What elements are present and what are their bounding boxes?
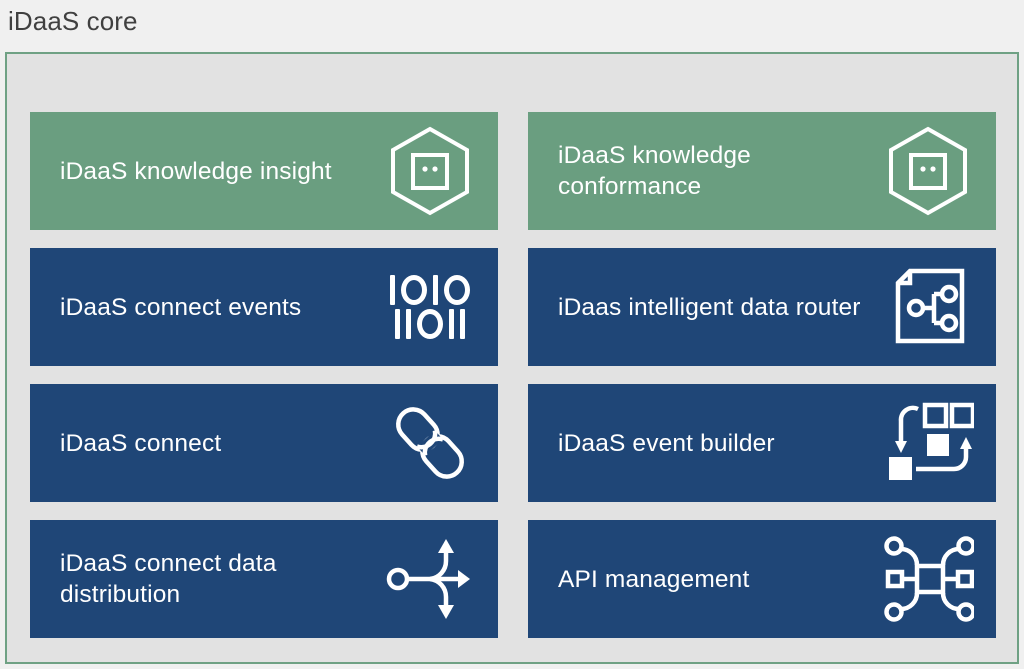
card-label: iDaaS knowledge conformance <box>558 142 751 200</box>
idaas-core-panel: iDaaS knowledge insight iDaaS knowledge … <box>5 52 1019 664</box>
bit-one <box>449 309 454 339</box>
card-label: iDaas intelligent data router <box>558 293 861 321</box>
bit-zero <box>417 309 443 339</box>
binary-row-top <box>390 275 470 305</box>
document-node-router-icon <box>882 261 974 353</box>
card-idaas-connect[interactable]: iDaaS connect <box>30 384 498 502</box>
workflow-squares-arrows-icon <box>882 397 974 489</box>
chain-link-icon <box>384 397 476 489</box>
bit-one <box>395 309 400 339</box>
card-idaas-connect-data-distribution[interactable]: iDaaS connect data distribution <box>30 520 498 638</box>
bit-one <box>460 309 465 339</box>
card-label: iDaaS event builder <box>558 429 775 457</box>
card-grid: iDaaS knowledge insight iDaaS knowledge … <box>30 112 996 638</box>
card-idaas-event-builder[interactable]: iDaaS event builder <box>528 384 996 502</box>
hexagon-square-dots-icon <box>882 125 974 217</box>
card-idaas-intelligent-data-router[interactable]: iDaas intelligent data router <box>528 248 996 366</box>
card-idaas-connect-events[interactable]: iDaaS connect events <box>30 248 498 366</box>
binary-digits-icon <box>384 261 476 353</box>
card-api-management[interactable]: API management <box>528 520 996 638</box>
card-label: iDaaS connect events <box>60 293 302 321</box>
card-label: iDaaS knowledge insight <box>60 157 332 185</box>
distribution-three-arrows-icon <box>384 533 476 625</box>
bit-zero <box>444 275 470 305</box>
binary-row-bottom <box>395 309 465 339</box>
bit-one <box>433 275 438 305</box>
card-idaas-knowledge-conformance[interactable]: iDaaS knowledge conformance <box>528 112 996 230</box>
bit-one <box>390 275 395 305</box>
bit-one <box>406 309 411 339</box>
card-label: API management <box>558 565 750 593</box>
hexagon-square-dots-icon <box>384 125 476 217</box>
card-label: iDaaS connect <box>60 429 222 457</box>
card-idaas-knowledge-insight[interactable]: iDaaS knowledge insight <box>30 112 498 230</box>
card-label: iDaaS connect data distribution <box>60 550 277 608</box>
bit-zero <box>401 275 427 305</box>
page-title: iDaaS core <box>8 6 138 36</box>
api-network-nodes-icon <box>882 533 974 625</box>
